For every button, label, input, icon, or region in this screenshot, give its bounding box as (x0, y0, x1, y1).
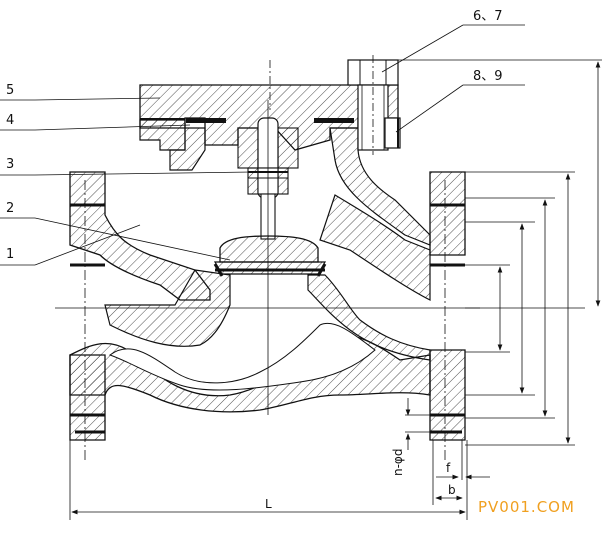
dimension-lines (69, 59, 602, 520)
centerlines (55, 55, 480, 460)
flange-bolt-marks (70, 203, 465, 434)
dimension-label-length: L (265, 497, 272, 511)
leader-lines (0, 24, 525, 266)
part-label-3: 3 (6, 157, 14, 172)
dimension-label-f: f (446, 461, 451, 475)
gaskets (140, 118, 354, 123)
part-label-6-7: 6、7 (473, 9, 503, 24)
part-label-4: 4 (6, 113, 14, 128)
watermark: PV001.COM (478, 498, 575, 516)
dimension-label-bolt-holes: n-φd (391, 449, 405, 476)
dimension-label-b: b (448, 483, 456, 497)
part-label-1: 1 (6, 247, 14, 262)
part-label-2: 2 (6, 201, 14, 216)
bolt-nut (347, 59, 401, 151)
part-label-5: 5 (6, 83, 14, 98)
part-label-8-9: 8、9 (473, 69, 503, 84)
valve-disc (213, 235, 327, 277)
